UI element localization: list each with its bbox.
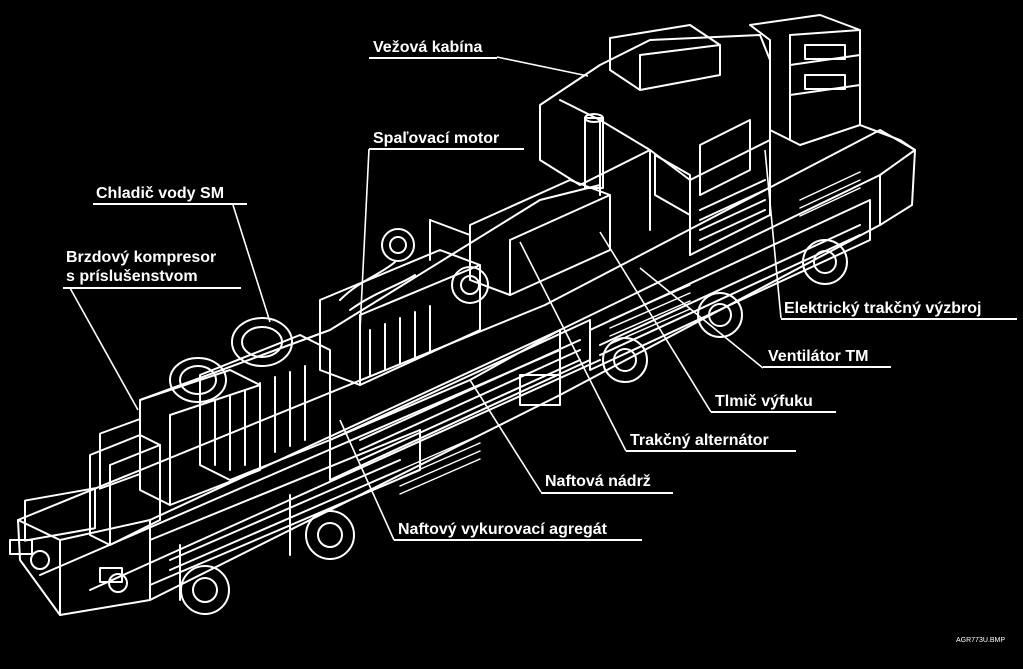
- tower-cab: [539, 24, 771, 256]
- label-muffler: Tlmič výfuku: [715, 393, 813, 410]
- front-buffer-beam: [9, 487, 128, 601]
- electric-traction-equipment: [749, 14, 916, 151]
- label-cab: Vežová kabína: [373, 39, 483, 56]
- label-fan: Ventilátor TM: [768, 348, 869, 365]
- label-alternator: Trakčný alternátor: [630, 432, 769, 449]
- label-compressor-line2: s príslušenstvom: [66, 268, 198, 285]
- traction-alternator: [429, 179, 611, 296]
- side-louvres: [399, 171, 861, 495]
- fuel-tank: [329, 319, 591, 481]
- label-radiator: Chladič vody SM: [96, 185, 225, 202]
- label-fuel-tank: Naftová nádrž: [545, 473, 651, 490]
- label-underlines: [63, 57, 1017, 541]
- label-engine: Spaľovací motor: [373, 130, 500, 147]
- label-traction-equipment: Elektrický trakčný výzbroj: [784, 300, 982, 317]
- leader-lines: [69, 56, 782, 541]
- label-heater: Naftový vykurovací agregát: [398, 521, 607, 538]
- label-compressor-line1: Brzdový kompresor: [66, 249, 217, 266]
- file-tag: AGR773U.BMP: [956, 637, 1006, 644]
- water-radiator: [199, 317, 331, 481]
- diesel-engine: [319, 228, 489, 386]
